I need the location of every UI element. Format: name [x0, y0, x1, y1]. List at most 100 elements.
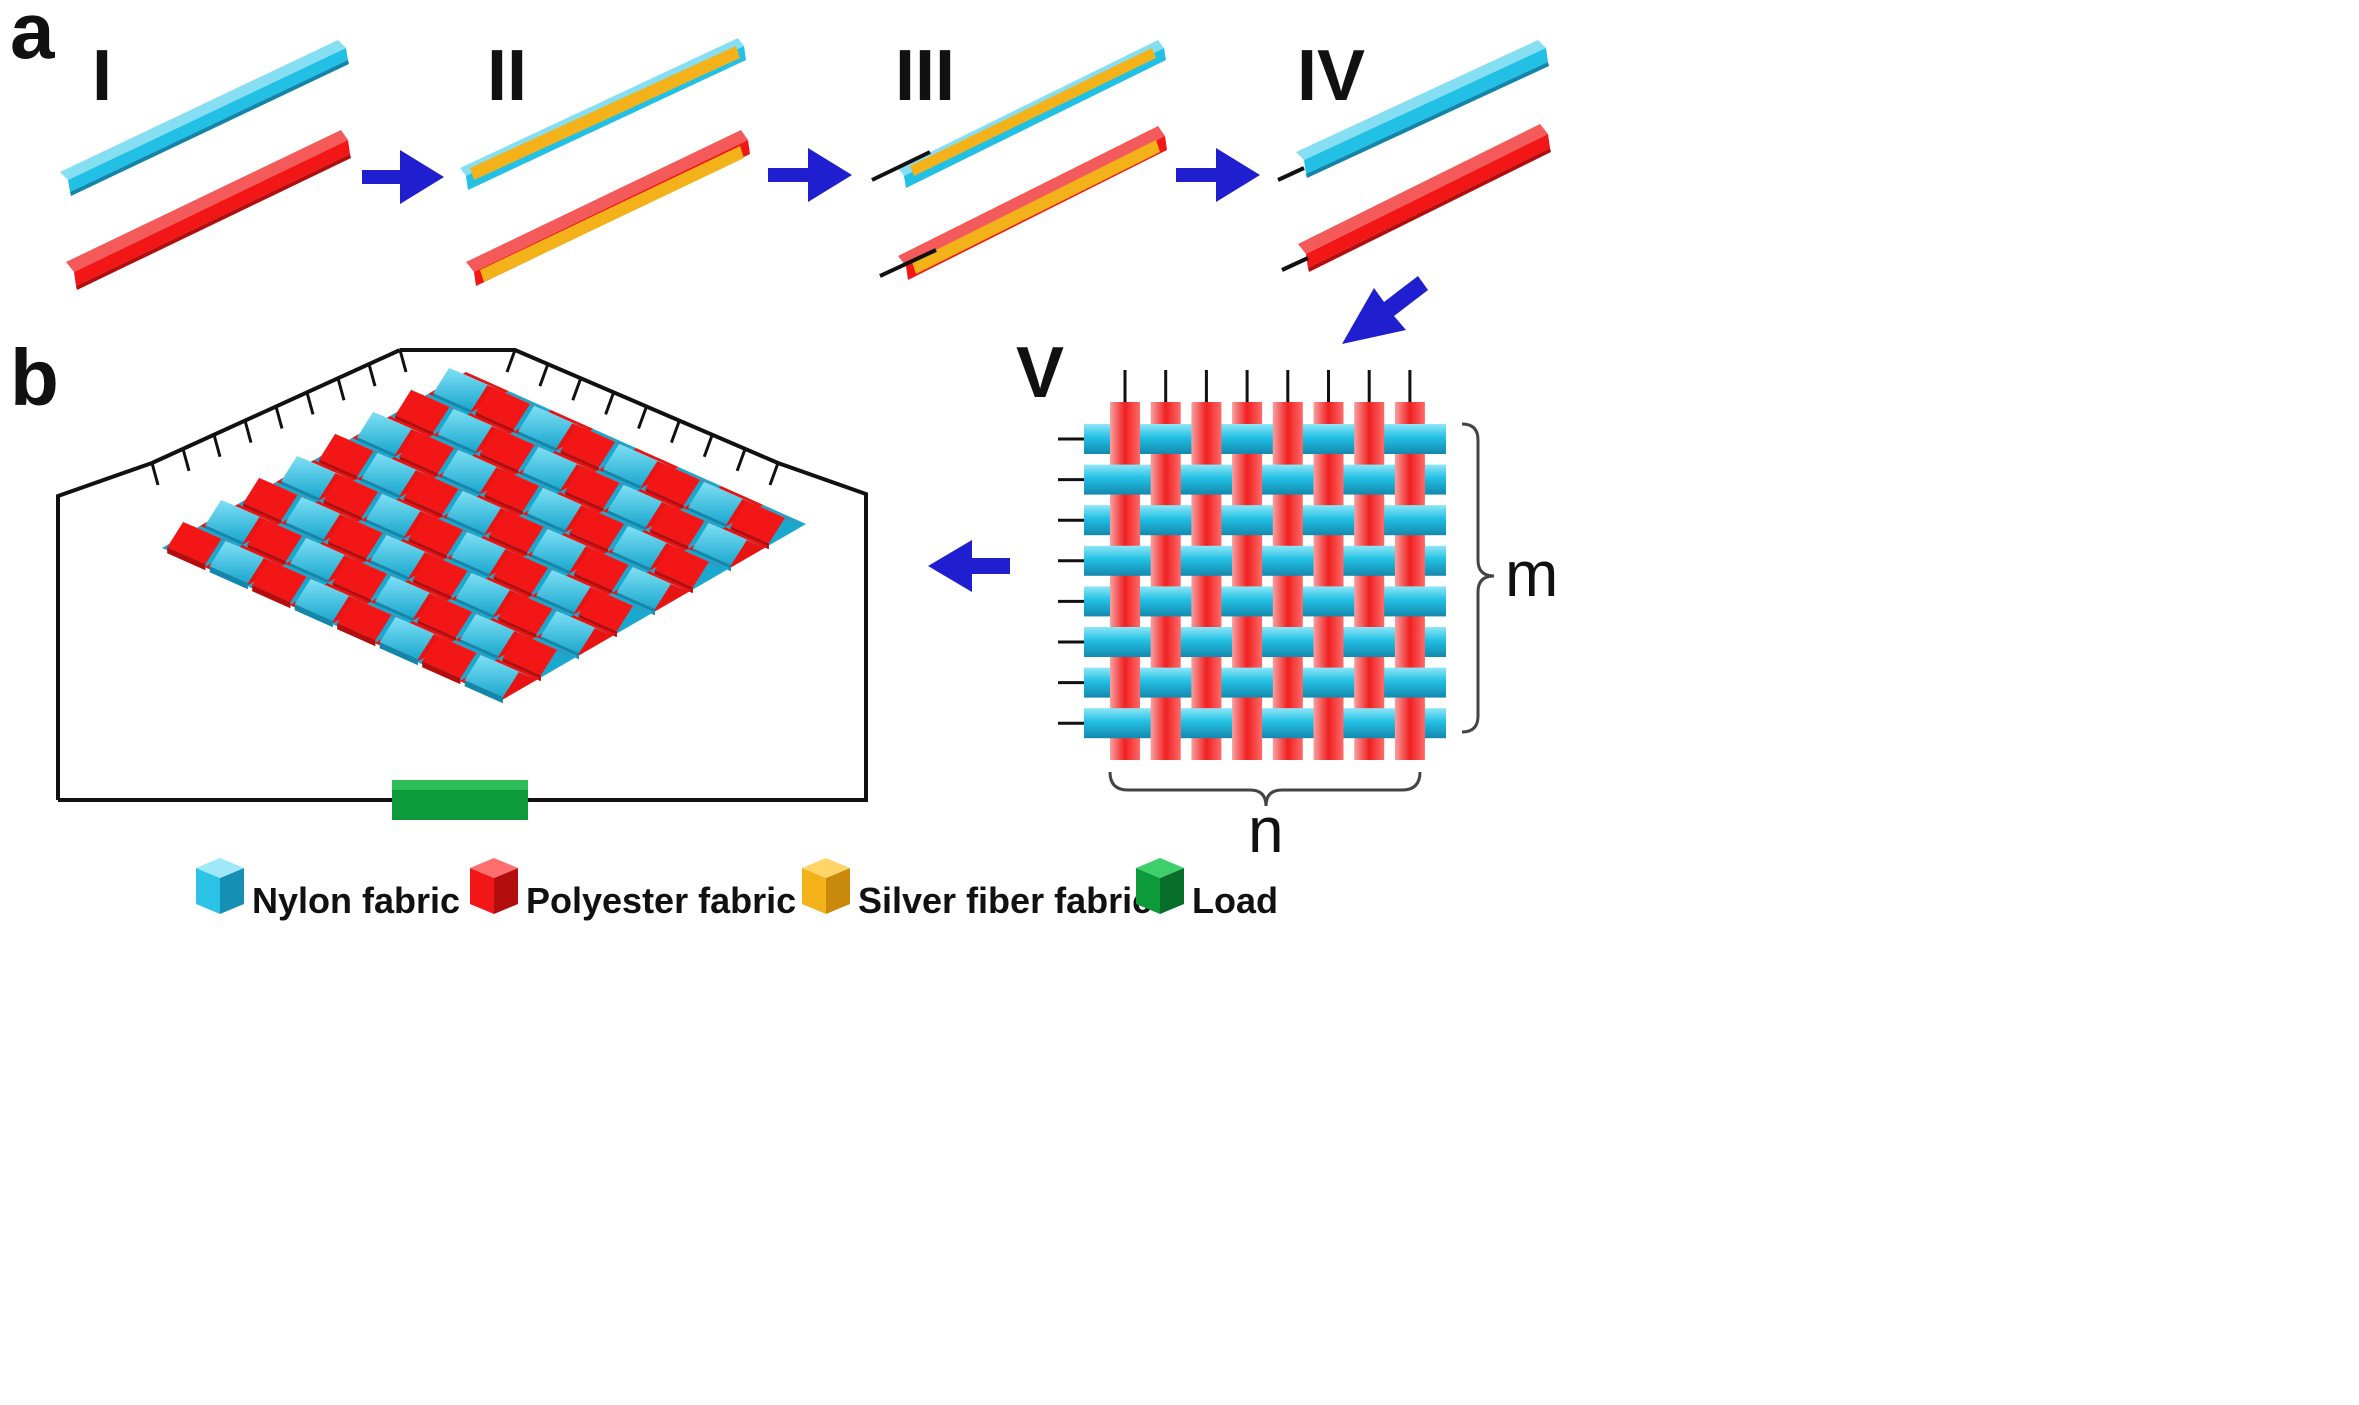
arch-highlight	[619, 443, 674, 468]
arch-highlight	[666, 504, 721, 528]
nylon-strip	[1277, 40, 1549, 182]
arch-highlight	[746, 501, 801, 525]
electrode-lead	[505, 349, 517, 373]
polyester-arch	[475, 386, 546, 430]
polyester-arch	[328, 516, 399, 559]
nylon-arch	[366, 493, 437, 537]
polyester-over-crossing	[1394, 705, 1425, 742]
arch-highlight	[306, 538, 361, 562]
polyester-arch	[422, 636, 493, 679]
arch-highlight	[500, 468, 555, 493]
arch-highlight	[382, 493, 437, 518]
polyester-arch	[332, 557, 403, 600]
arch-highlight	[576, 424, 631, 449]
arch-highlight	[449, 367, 504, 392]
arch-highlight	[661, 462, 716, 487]
legend-label: Nylon fabric	[252, 880, 460, 921]
strip-edge	[294, 604, 333, 628]
nylon-arch	[205, 500, 276, 543]
nylon-arch	[603, 443, 674, 487]
arch-highlight	[438, 636, 493, 660]
electrode-wire	[1277, 166, 1305, 182]
step-label-5: V	[1016, 333, 1064, 413]
arch-highlight	[429, 554, 484, 578]
electrode-leads	[150, 349, 780, 486]
arch-highlight	[509, 551, 564, 575]
column-count-bracket	[1108, 771, 1422, 807]
electrode-lead	[305, 391, 315, 415]
nylon-arch	[357, 411, 428, 455]
polyester-over-crossing	[1272, 421, 1303, 457]
electrode-lead	[243, 420, 253, 444]
polyester-arch	[252, 560, 323, 603]
legend-item-silver: Silver fiber fabric	[802, 858, 1152, 921]
polyester-arch	[323, 474, 394, 518]
nylon-arch	[612, 526, 683, 569]
polyester-over-crossing	[1354, 664, 1385, 701]
polyester-arch	[730, 501, 801, 544]
arch-highlight	[225, 541, 280, 565]
arrow-left-icon	[928, 540, 1010, 592]
electrode-lead	[604, 391, 616, 415]
nylon-strip-horizontal	[1084, 505, 1446, 536]
nylon-strip-horizontal	[1084, 627, 1446, 657]
dimension-m-label: m	[1505, 538, 1558, 610]
polyester-over-crossing	[1110, 502, 1140, 539]
arch-highlight	[263, 519, 318, 543]
nylon-arch	[607, 484, 678, 528]
polyester-strip	[66, 130, 351, 290]
polyester-over-crossing	[1150, 705, 1181, 742]
arch-highlight	[556, 611, 611, 635]
polyester-over-crossing	[1191, 502, 1222, 539]
nylon-strip-horizontal	[1084, 545, 1446, 576]
dimension-n-label: n	[1248, 794, 1284, 866]
electrode-lead	[181, 448, 191, 472]
electrode-lead	[538, 363, 550, 387]
nylon-arch	[536, 570, 607, 613]
electrode-lead	[735, 448, 747, 472]
arch-highlight	[424, 513, 479, 537]
polyester-arch	[399, 430, 470, 474]
step-label-4: IV	[1297, 36, 1365, 116]
polyester-over-crossing	[1354, 583, 1385, 620]
arch-highlight	[491, 386, 546, 411]
polyester-over-crossing	[1313, 542, 1344, 579]
arch-highlight	[585, 507, 640, 531]
nylon-arch	[522, 446, 593, 490]
polyester-arch	[247, 519, 318, 562]
arch-highlight	[632, 567, 687, 591]
polyester-arch	[395, 389, 466, 433]
nylon-arch	[437, 408, 508, 452]
polyester-over-crossing	[1191, 664, 1222, 701]
nylon-arch	[446, 490, 517, 534]
nylon-strip	[60, 40, 349, 196]
polyester-over-crossing	[1354, 421, 1385, 457]
polyester-arch	[645, 462, 716, 506]
polyester-arch	[578, 589, 649, 632]
polyester-swatch-icon	[494, 868, 518, 914]
arch-highlight	[221, 500, 276, 524]
arch-highlight	[708, 523, 763, 547]
polyester-over-crossing	[1191, 421, 1222, 457]
polyester-arch	[413, 554, 484, 597]
load-swatch-icon	[1160, 868, 1184, 914]
arch-highlight	[628, 526, 683, 550]
polyester-arch	[408, 513, 479, 556]
step-3-strips	[871, 40, 1167, 280]
circuit	[56, 348, 868, 820]
electrode-lead	[571, 377, 583, 401]
electrode-wire	[879, 248, 937, 278]
arch-highlight	[310, 579, 365, 603]
silver-layer	[480, 146, 744, 282]
arch-highlight	[301, 497, 356, 521]
nylon-arch	[518, 405, 589, 449]
arch-highlight	[339, 474, 394, 499]
strip-edge	[379, 642, 418, 666]
polyester-over-crossing	[1150, 542, 1181, 579]
polyester-arch	[243, 477, 314, 521]
nylon-arch	[540, 611, 611, 654]
polyester-over-crossing	[1394, 624, 1425, 660]
polyester-arch	[493, 551, 564, 594]
arch-highlight	[534, 405, 589, 430]
